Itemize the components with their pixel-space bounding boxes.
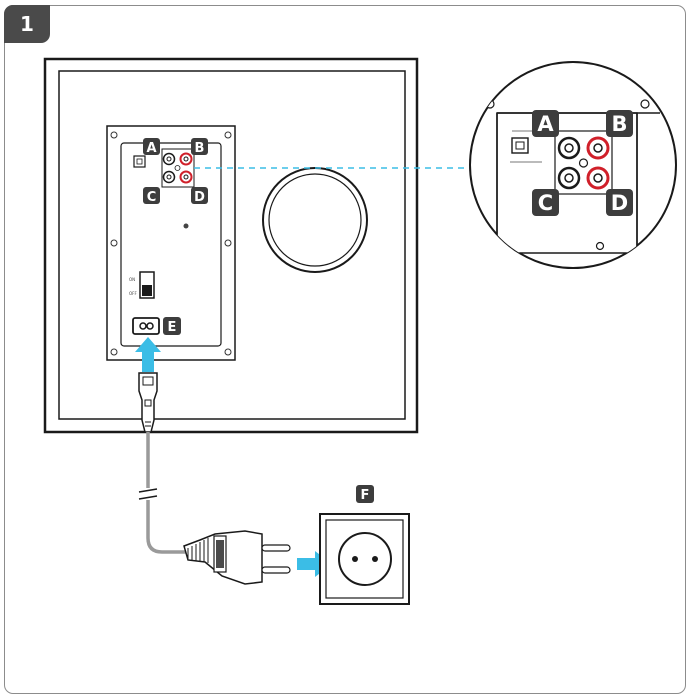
- svg-text:E: E: [168, 320, 177, 335]
- svg-text:C: C: [147, 190, 157, 205]
- svg-text:D: D: [611, 191, 628, 215]
- power-cable: [146, 432, 186, 554]
- badge-d-large: D: [606, 189, 633, 216]
- badge-c-small: C: [143, 187, 160, 205]
- svg-text:A: A: [537, 112, 554, 136]
- svg-text:D: D: [194, 190, 205, 205]
- iec-power-plug: [138, 372, 158, 433]
- badge-a-large: A: [532, 110, 559, 137]
- badge-b-large: B: [606, 110, 633, 137]
- cable-break-mark: [138, 488, 158, 500]
- optical-input-port: [133, 155, 146, 168]
- svg-text:C: C: [538, 191, 553, 215]
- zoom-callout: A B C D: [469, 61, 677, 269]
- svg-text:B: B: [611, 112, 627, 136]
- svg-text:F: F: [361, 488, 370, 503]
- svg-text:A: A: [146, 141, 156, 156]
- switch-on-label: ON: [129, 277, 135, 282]
- badge-c-large: C: [532, 189, 559, 216]
- rca-jacks: [161, 148, 195, 188]
- insert-arrow-inlet: [135, 337, 161, 372]
- badge-d-small: D: [191, 187, 208, 205]
- badge-e: E: [163, 317, 181, 335]
- wall-socket: [319, 513, 410, 605]
- svg-text:B: B: [195, 141, 205, 156]
- badge-b-small: B: [191, 138, 208, 156]
- badge-a-small: A: [143, 138, 160, 156]
- switch-off-label: OFF: [129, 291, 137, 296]
- bass-port: [262, 167, 368, 273]
- power-inlet: [132, 317, 160, 335]
- mains-plug: [183, 530, 291, 585]
- badge-f: F: [356, 485, 374, 503]
- power-switch: ON OFF: [129, 271, 155, 299]
- step-number-badge: 1: [4, 5, 50, 43]
